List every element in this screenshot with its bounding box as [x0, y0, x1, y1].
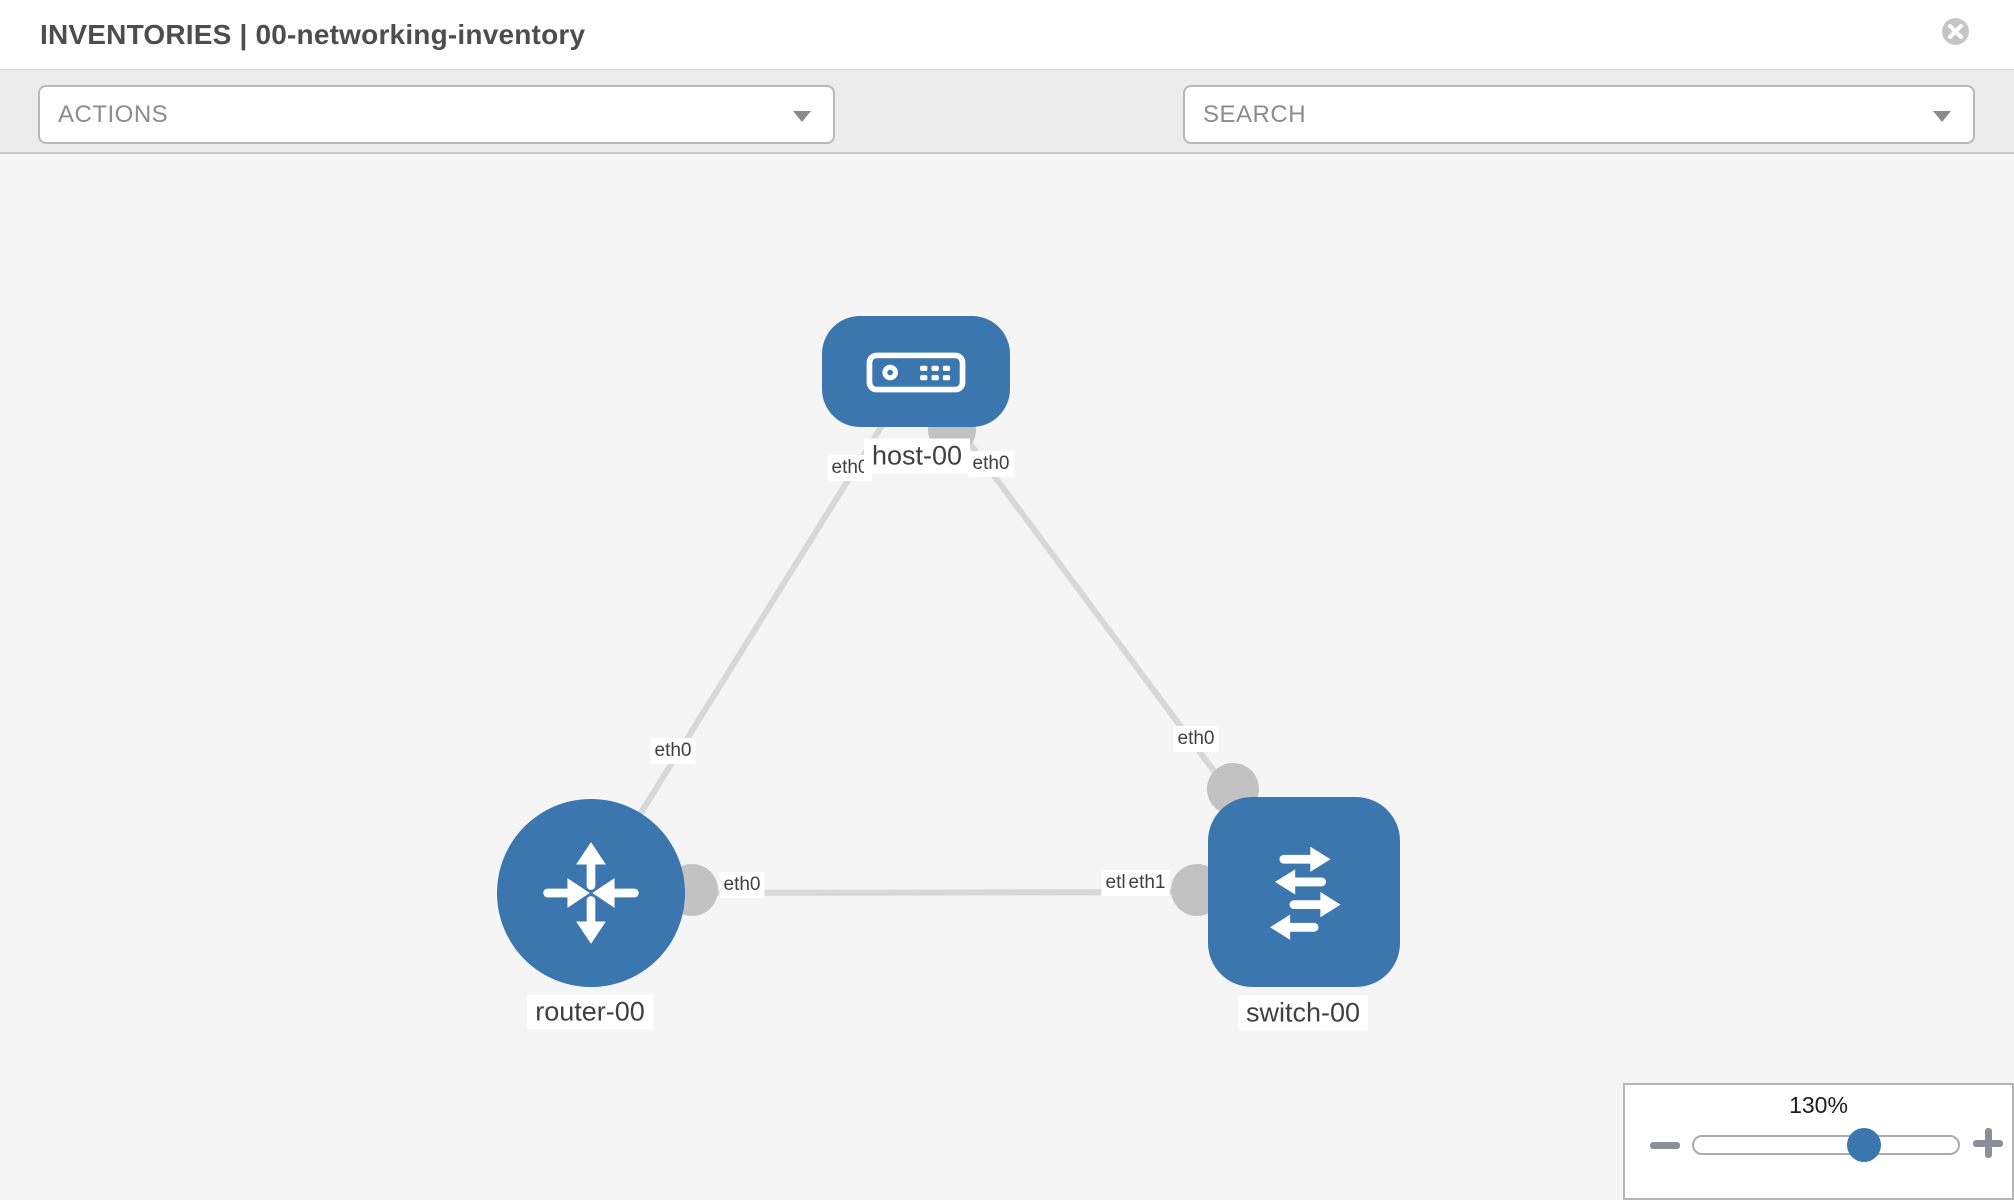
- topology-links: [588, 369, 1307, 896]
- node-label-router-00: router-00: [527, 994, 653, 1030]
- interface-label-router-eth0: eth0: [719, 872, 765, 898]
- chevron-down-icon: [1933, 111, 1951, 122]
- router-arrows-icon: [543, 842, 639, 944]
- search-dropdown-label: SEARCH: [1203, 100, 1307, 128]
- topology-canvas[interactable]: eth0 eth0 eth0 eth0 eth0 eth0 eth1 host-…: [0, 154, 2014, 1200]
- server-icon: [866, 352, 966, 392]
- page-title: INVENTORIES | 00-networking-inventory: [40, 19, 586, 50]
- zoom-slider-handle[interactable]: [1847, 1128, 1881, 1162]
- node-router-00[interactable]: [497, 799, 685, 987]
- close-icon: [1948, 24, 1963, 39]
- chevron-down-icon: [793, 111, 811, 122]
- interface-label-switch-eth0: eth0: [1173, 726, 1219, 752]
- node-host-00[interactable]: [822, 316, 1010, 427]
- toolbar: ACTIONS SEARCH: [0, 70, 2014, 204]
- node-label-host-00: host-00: [863, 438, 971, 474]
- zoom-out-button[interactable]: [1650, 1142, 1680, 1149]
- interface-label-router-eth0-uplink: eth0: [650, 738, 696, 764]
- node-switch-00[interactable]: [1208, 797, 1400, 987]
- actions-dropdown-label: ACTIONS: [58, 100, 169, 128]
- close-button[interactable]: [1942, 18, 1969, 45]
- interface-label-switch-eth1: eth1: [1124, 870, 1170, 896]
- zoom-panel: 130%: [1623, 1083, 2014, 1200]
- panel-header: INVENTORIES | 00-networking-inventory: [0, 0, 2014, 70]
- zoom-in-button[interactable]: [1973, 1128, 2003, 1158]
- node-label-switch-00: switch-00: [1237, 995, 1369, 1031]
- switch-arrows-icon: [1269, 846, 1341, 940]
- zoom-slider-track[interactable]: [1692, 1135, 1960, 1155]
- zoom-level-value: 130%: [1789, 1092, 1848, 1118]
- actions-dropdown[interactable]: ACTIONS: [38, 85, 835, 144]
- interface-label-host-eth0-right: eth0: [968, 451, 1014, 477]
- search-dropdown[interactable]: SEARCH: [1183, 85, 1975, 144]
